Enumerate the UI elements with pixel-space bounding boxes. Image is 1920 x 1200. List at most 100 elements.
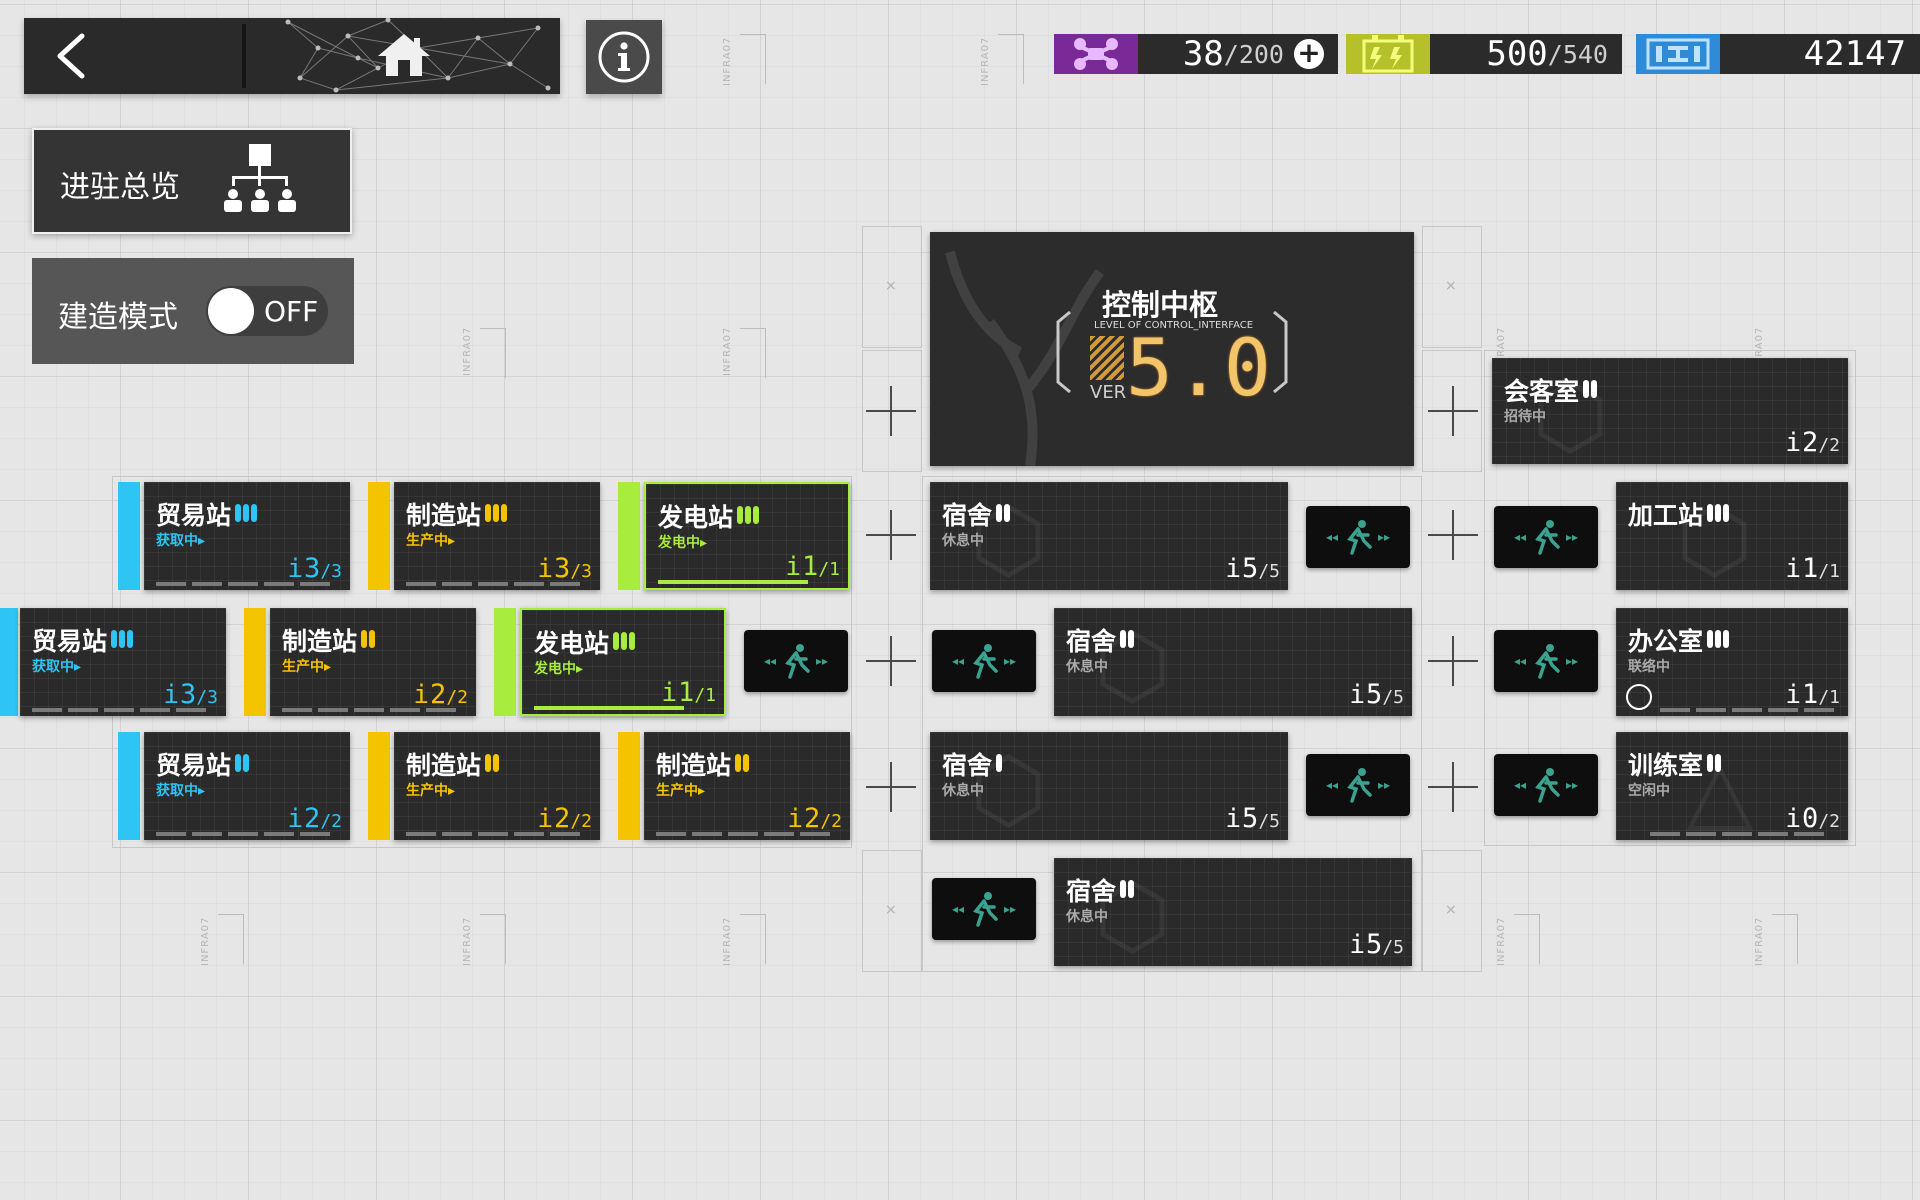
stairs-runner-icon	[1535, 520, 1560, 555]
power-stripe	[494, 608, 516, 716]
dormitory-room[interactable]: ⬡ 宿舍 休息中 i5/5	[930, 482, 1288, 590]
add-drone-icon[interactable]: +	[1294, 39, 1324, 69]
control-center-title: 控制中枢	[1102, 288, 1219, 322]
room-name: 宿舍	[942, 746, 1003, 782]
operator-slots	[534, 706, 684, 710]
trade-post-room[interactable]: 贸易站 获取中▸ i2/2	[144, 732, 350, 840]
home-button[interactable]	[248, 18, 560, 94]
workshop-room[interactable]: ⬡ 加工站 i1/1	[1616, 482, 1848, 590]
drone-resource[interactable]: 38/200 +	[1054, 34, 1338, 74]
factory-room[interactable]: 制造站 生产中▸ i3/3	[394, 482, 600, 590]
watermark: INFRA07	[462, 326, 473, 376]
room-name: 宿舍	[942, 496, 1011, 532]
back-button[interactable]	[24, 18, 240, 94]
build-mode-label: 建造模式	[58, 300, 178, 335]
operator-slots	[1660, 708, 1834, 712]
stairs-runner-icon	[1347, 768, 1372, 803]
dormitory-room[interactable]: ⬡ 宿舍 休息中 i5/5	[1054, 608, 1412, 716]
hatch-decoration	[1090, 336, 1124, 380]
trade-stripe	[118, 732, 140, 840]
person-icon: i	[537, 804, 554, 834]
factory-room[interactable]: 制造站 生产中▸ i2/2	[644, 732, 850, 840]
room-name: 制造站	[656, 746, 750, 782]
tree-emblem	[945, 250, 1288, 466]
room-status: 休息中	[942, 533, 984, 549]
battery-icon	[1346, 34, 1430, 74]
room-name: 会客室	[1504, 372, 1598, 408]
empty-slot	[1422, 850, 1482, 972]
empty-slot	[862, 850, 922, 972]
corridor-stairs: ◂◂ ▸▸	[1306, 754, 1410, 816]
clue-icon	[1626, 684, 1652, 710]
drone-count: 38/200 +	[1138, 34, 1338, 74]
corridor-stairs: ◂◂ ▸▸	[1494, 506, 1598, 568]
occupancy: i5/5	[1225, 553, 1280, 584]
info-button[interactable]	[586, 20, 662, 94]
operator-slots	[282, 708, 456, 712]
toggle-state: OFF	[264, 295, 319, 328]
person-icon: i	[1785, 554, 1802, 584]
room-status: 获取中▸	[156, 533, 206, 549]
occupancy: i2/2	[537, 803, 592, 834]
room-status: 空闲中	[1628, 783, 1670, 799]
room-status: 获取中▸	[156, 783, 206, 799]
power-plant-room[interactable]: 发电站 发电中▸ i1/1	[644, 482, 850, 590]
occupancy: i2/2	[787, 803, 842, 834]
office-room[interactable]: 办公室 联络中 i1/1	[1616, 608, 1848, 716]
overview-button[interactable]: 进驻总览	[32, 128, 352, 234]
stairs-runner-icon	[1535, 644, 1560, 679]
occupancy: i5/5	[1349, 679, 1404, 710]
corridor-stairs: ◂◂ ▸▸	[1494, 754, 1598, 816]
watermark: INFRA07	[980, 36, 991, 86]
room-name: 制造站	[282, 622, 376, 658]
room-name: 宿舍	[1066, 872, 1135, 908]
control-center-subtitle: LEVEL OF CONTROL_INTERFACE	[1094, 320, 1254, 331]
occupancy: i1/1	[785, 551, 840, 582]
factory-room[interactable]: 制造站 生产中▸ i2/2	[270, 608, 476, 716]
power-resource: 500/540	[1346, 34, 1622, 74]
toggle-knob	[208, 288, 254, 334]
occupancy: i0/2	[1785, 803, 1840, 834]
watermark-bracket	[480, 328, 506, 378]
cube-icon: ⬡	[1676, 488, 1753, 590]
x-mark-icon: ×	[1445, 902, 1457, 918]
power-count: 500/540	[1430, 34, 1622, 74]
room-status: 休息中	[942, 783, 984, 799]
factory-room[interactable]: 制造站 生产中▸ i2/2	[394, 732, 600, 840]
build-mode-button[interactable]: 建造模式 OFF	[32, 258, 354, 364]
corridor-stairs: ◂◂ ▸▸	[1494, 630, 1598, 692]
room-status: 生产中▸	[406, 783, 456, 799]
build-mode-toggle[interactable]: OFF	[206, 286, 328, 336]
control-center-room[interactable]: 控制中枢 LEVEL OF CONTROL_INTERFACE VER 5.0	[930, 232, 1414, 466]
person-icon: i	[787, 804, 804, 834]
occupancy: i1/1	[1785, 679, 1840, 710]
power-plant-room[interactable]: 发电站 发电中▸ i1/1	[520, 608, 726, 716]
occupancy: i3/3	[287, 553, 342, 584]
dormitory-room[interactable]: ⬡ 宿舍 休息中 i5/5	[930, 732, 1288, 840]
trade-stripe	[0, 608, 18, 716]
dormitory-room[interactable]: ⬡ 宿舍 休息中 i5/5	[1054, 858, 1412, 966]
room-name: 贸易站	[156, 746, 250, 782]
occupancy: i3/3	[163, 679, 218, 710]
training-room[interactable]: △ 训练室 空闲中 i0/2	[1616, 732, 1848, 840]
room-status: 休息中	[1066, 659, 1108, 675]
person-icon: i	[287, 804, 304, 834]
trade-post-room[interactable]: 贸易站 获取中▸ i3/3	[20, 608, 226, 716]
watermark: INFRA07	[722, 36, 733, 86]
room-status: 发电中▸	[534, 661, 584, 677]
reception-room[interactable]: ⬡ 会客室 招待中 i2/2	[1492, 358, 1848, 464]
room-name: 发电站	[534, 624, 636, 660]
room-status: 联络中	[1628, 659, 1670, 675]
person-icon: i	[1225, 804, 1242, 834]
person-icon: i	[661, 678, 678, 708]
operator-slots	[1650, 832, 1824, 836]
crosshair	[866, 386, 916, 436]
operator-slots	[32, 708, 206, 712]
person-icon: i	[413, 680, 430, 710]
operator-slots	[406, 832, 580, 836]
watermark-bracket	[1514, 914, 1540, 964]
room-status: 生产中▸	[282, 659, 332, 675]
center-block-frame	[922, 476, 1422, 972]
operator-slots	[156, 582, 330, 586]
trade-post-room[interactable]: 贸易站 获取中▸ i3/3	[144, 482, 350, 590]
